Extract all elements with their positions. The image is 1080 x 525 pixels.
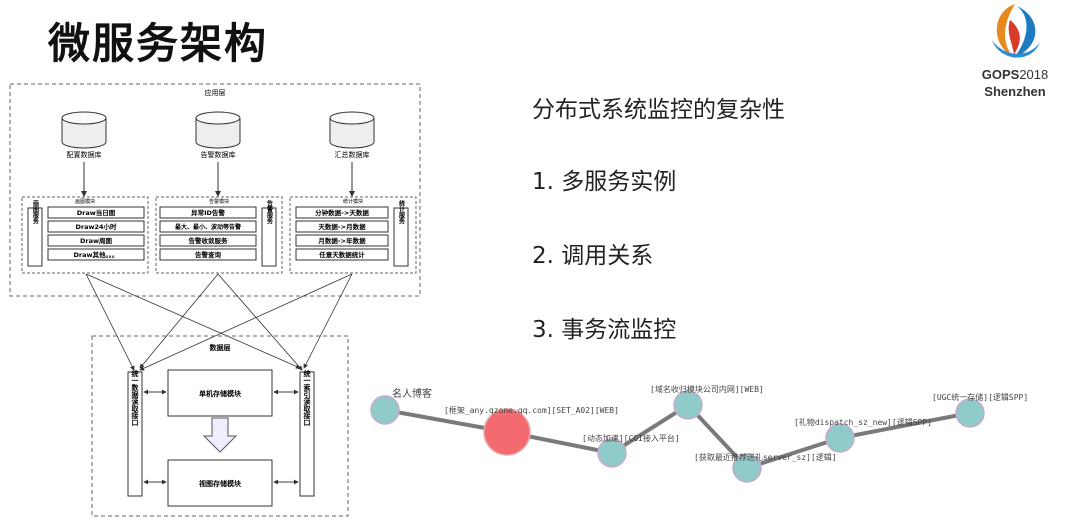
database-alert: 告警数据库 <box>195 111 241 159</box>
data-layer-label: 数据层 <box>210 343 231 352</box>
database-label: 配置数据库 <box>67 150 102 159</box>
point-item: 3. 事务流监控 <box>532 317 677 343</box>
trace-node <box>732 453 762 483</box>
point-item: 2. 调用关系 <box>532 243 654 269</box>
module-statistics: 统计模块 分钟数据->天数据 天数据->月数据 月数据->年数据 任意天数据统计… <box>289 196 417 274</box>
left-interface: 统一数据读取接口 <box>127 369 143 497</box>
svg-text:统一数据读取接口: 统一数据读取接口 <box>131 369 140 427</box>
logo-year: 2018 <box>1019 67 1049 82</box>
trace-node-label: [礼物dispatch_sz_new][逻辑SPP] <box>794 417 932 427</box>
svg-text:单机存储模块: 单机存储模块 <box>199 389 242 398</box>
svg-text:画图模块: 画图模块 <box>75 198 95 205</box>
trace-node-label: [获取最近推荐送礼server_sz][逻辑] <box>694 452 837 462</box>
database-label: 汇总数据库 <box>335 150 370 159</box>
svg-text:分钟数据->天数据: 分钟数据->天数据 <box>315 208 369 217</box>
svg-text:Draw24小时: Draw24小时 <box>75 222 117 231</box>
trace-node-label: [UGC统一存储][逻辑SPP] <box>932 392 1028 402</box>
svg-text:统计服务: 统计服务 <box>398 199 405 225</box>
trace-node <box>955 398 985 428</box>
gops-flame-icon <box>992 4 1040 58</box>
svg-text:Draw周图: Draw周图 <box>80 236 112 245</box>
data-layer-box <box>91 335 349 517</box>
svg-text:异常ID告警: 异常ID告警 <box>191 208 225 217</box>
right-interface: 统一索引读取接口 <box>299 369 315 497</box>
slide-title: 微服务架构 <box>48 19 269 68</box>
storage-view: 视图存储模块 <box>167 459 273 507</box>
svg-text:告警查询: 告警查询 <box>195 250 222 259</box>
trace-node <box>597 438 627 468</box>
trace-node-label: 名人博客 <box>392 387 432 400</box>
storage-single: 单机存储模块 <box>167 369 273 417</box>
trace-graph: 名人博客 [框架_any.qzone.qq.com][SET_A02][WEB]… <box>370 384 1028 483</box>
svg-text:视图存储模块: 视图存储模块 <box>199 479 242 488</box>
database-label: 告警数据库 <box>201 150 236 159</box>
app-layer-box <box>9 83 421 297</box>
trace-node-label: [框架_any.qzone.qq.com][SET_A02][WEB] <box>444 405 619 415</box>
trace-node <box>673 390 703 420</box>
database-config: 配置数据库 <box>61 111 107 159</box>
logo-city: Shenzhen <box>984 84 1046 99</box>
storage-connectors <box>143 389 299 485</box>
svg-text:月数据->年数据: 月数据->年数据 <box>317 236 366 245</box>
point-item: 1. 多服务实例 <box>532 169 677 195</box>
trace-node-highlight <box>483 408 531 456</box>
svg-text:统一索引读取接口: 统一索引读取接口 <box>303 369 312 427</box>
app-layer-label: 应用层 <box>205 88 226 97</box>
gops-logo: GOPS2018 Shenzhen <box>970 0 1060 110</box>
trace-node <box>370 395 400 425</box>
svg-text:Draw其他。。。: Draw其他。。。 <box>74 250 119 259</box>
svg-text:告警收敛服务: 告警收敛服务 <box>189 236 229 245</box>
logo-brand: GOPS <box>981 67 1020 82</box>
module-drawing: 画图模块 画图服务 Draw当日图 Draw24小时 Draw周图 Draw其他… <box>21 196 149 274</box>
svg-text:画图服务: 画图服务 <box>32 199 39 225</box>
trace-node-label: [动态加速][CGI接入平台] <box>582 433 680 443</box>
svg-text:最大、最小、波动等告警: 最大、最小、波动等告警 <box>175 223 241 231</box>
svg-text:统计模块: 统计模块 <box>343 198 363 205</box>
module-alert: 告警模块 异常ID告警 最大、最小、波动等告警 告警收敛服务 告警查询 告警服务 <box>155 196 283 274</box>
svg-text:告警服务: 告警服务 <box>266 199 274 225</box>
svg-text:天数据->月数据: 天数据->月数据 <box>318 222 366 231</box>
bullet-points: 分布式系统监控的复杂性 1. 多服务实例 2. 调用关系 3. 事务流监控 <box>532 90 785 384</box>
trace-node <box>825 423 855 453</box>
connection-lines <box>85 273 353 371</box>
database-summary: 汇总数据库 <box>329 111 375 159</box>
trace-node-label: [域名收归模块公司内网][WEB] <box>650 384 764 394</box>
points-heading: 分布式系统监控的复杂性 <box>532 97 785 123</box>
logo-text: GOPS2018 Shenzhen <box>970 66 1060 100</box>
svg-text:告警模块: 告警模块 <box>209 198 229 205</box>
down-arrow-icon <box>202 417 238 453</box>
svg-text:任意天数据统计: 任意天数据统计 <box>318 250 365 259</box>
svg-text:Draw当日图: Draw当日图 <box>77 208 116 217</box>
